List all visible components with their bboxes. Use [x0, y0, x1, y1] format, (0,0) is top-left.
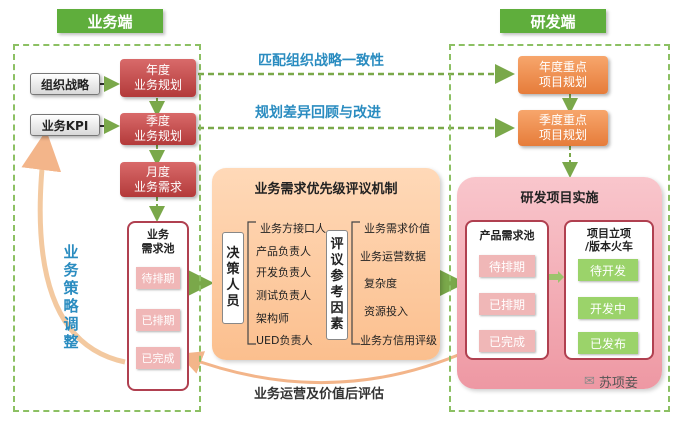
product-pool-item: 已完成: [479, 330, 535, 352]
rd-header: 研发端: [500, 9, 606, 33]
review-factor-item: 业务运营数据: [360, 250, 426, 263]
product-demand-pool: 产品需求池 待排期 已排期 已完成: [465, 220, 549, 360]
review-factors-bracket: [351, 221, 360, 345]
rd-zone: [449, 44, 670, 412]
release-train-title: 项目立项 /版本火车: [584, 227, 634, 253]
org-strategy-box: 组织战略: [30, 73, 100, 95]
implementation-title: 研发项目实施: [520, 191, 599, 206]
business-pool-item: 已排期: [136, 309, 180, 331]
decision-maker-item: 开发负责人: [256, 266, 311, 279]
release-train-item: 已发布: [578, 332, 638, 354]
product-pool-title: 产品需求池: [479, 229, 535, 242]
release-train-item: 待开发: [578, 259, 638, 281]
release-train-item: 开发中: [578, 297, 638, 319]
arrow-post-eval: [178, 348, 471, 384]
strategy-adjust-label: 业务策略调整: [63, 243, 79, 351]
review-factor-item: 业务需求价值: [364, 222, 430, 235]
business-kpi-box: 业务KPI: [30, 114, 100, 136]
annual-business-plan: 年度 业务规划: [120, 59, 196, 97]
post-eval-label: 业务运营及价值后评估: [254, 387, 385, 402]
annual-rd-plan: 年度重点 项目规划: [518, 56, 608, 94]
business-zone: [13, 44, 201, 412]
business-demand-pool: 业务 需求池 待排期 已排期 已完成: [127, 221, 189, 391]
product-pool-item: 已排期: [479, 293, 535, 315]
review-factor-item: 复杂度: [364, 277, 397, 290]
business-header: 业务端: [57, 9, 163, 33]
arrow-pool-to-train: [549, 271, 564, 283]
review-factor-item: 资源投入: [364, 305, 408, 318]
decision-makers-bracket: [247, 221, 256, 345]
release-train: 项目立项 /版本火车 待开发 开发中 已发布: [564, 220, 654, 360]
review-factor-item: 业务方信用评级: [360, 334, 437, 347]
business-pool-item: 待排期: [136, 267, 180, 289]
decision-maker-item: 产品负责人: [256, 245, 311, 258]
quarterly-rd-plan: 季度重点 项目规划: [518, 110, 608, 146]
decision-maker-item: UED负责人: [256, 334, 313, 347]
rd-implementation: 研发项目实施 产品需求池 待排期 已排期 已完成 项目立项 /版本火车 待开发 …: [457, 177, 662, 389]
watermark-text: 苏项妾: [598, 376, 638, 391]
wechat-icon: ✉: [584, 374, 595, 389]
mechanism-title: 业务需求优先级评议机制: [254, 182, 398, 197]
decision-maker-item: 架构师: [256, 312, 289, 325]
arrow-strategy-adjust: [21, 130, 126, 365]
quarterly-business-plan: 季度 业务规划: [120, 113, 196, 145]
decision-maker-item: 业务方接口人: [260, 222, 326, 235]
watermark: ✉ 苏项妾: [584, 372, 638, 391]
business-pool-item: 已完成: [136, 347, 180, 369]
monthly-business-demand: 月度 业务需求: [120, 162, 196, 197]
match-strategy-label: 匹配组织战略一致性: [258, 53, 384, 69]
business-pool-title: 业务 需求池: [141, 228, 175, 255]
plan-review-label: 规划差异回顾与改进: [255, 105, 381, 121]
decision-maker-item: 测试负责人: [256, 289, 311, 302]
priority-review-mechanism: 业务需求优先级评议机制 决 策 人 员 业务方接口人 产品负责人 开发负责人 测…: [212, 168, 440, 360]
decision-makers-box: 决 策 人 员: [222, 232, 244, 324]
product-pool-item: 待排期: [479, 255, 535, 277]
review-factors-box: 评 议 参 考 因 素: [326, 230, 348, 340]
